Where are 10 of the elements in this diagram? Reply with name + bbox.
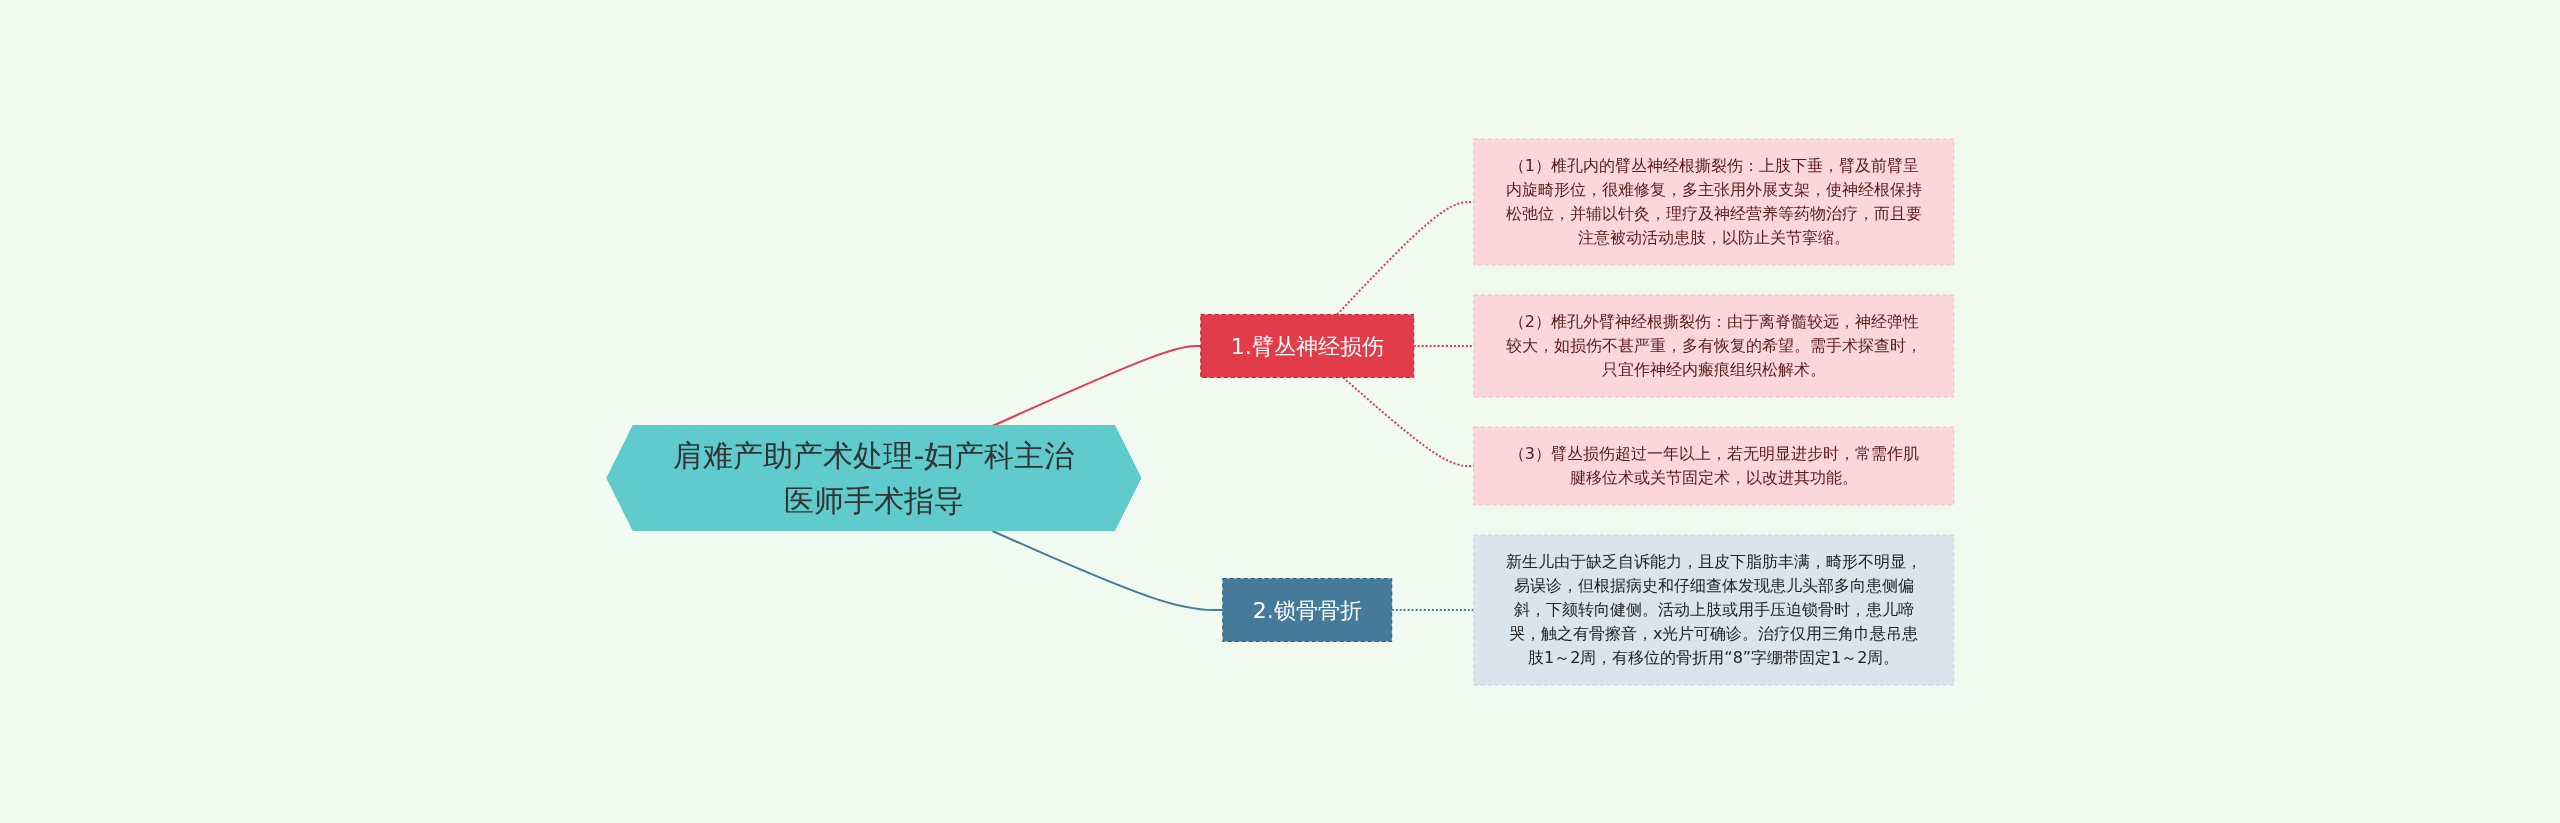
node-box: 新生儿由于缺乏自诉能力，且皮下脂肪丰满，畸形不明显，易误诊，但根据病史和仔细查体发现患儿头部多向患侧偏斜，下颏转向健侧。活动上肢或用手压迫锁骨时，患儿啼哭，触之有骨擦音，x光片可确诊。治疗仅用三角巾悬吊患肢1～2周，有移位的骨折用“8”字绷带固定1～2周。 [1472,534,1954,685]
node-box: （2）椎孔外臂神经根撕裂伤：由于离脊髓较远，神经弹性较大，如损伤不甚严重，多有恢复的希望。需手术探查时，只宜作神经内瘢痕组织松解术。 [1472,294,1954,397]
connector [1412,344,1475,347]
node-box: 1.臂丛神经损伤 [1199,313,1414,378]
connector [1390,608,1475,611]
connector [991,344,1202,427]
node-box: （3）臂丛损伤超过一年以上，若无明显进步时，常需作肌腱移位术或关节固定术，以改进其功能。 [1472,426,1954,505]
node-box: 2.锁骨骨折 [1221,577,1392,642]
connector [991,529,1224,611]
node-box: （1）椎孔内的臂丛神经根撕裂伤：上肢下垂，臂及前臂呈内旋畸形位，很难修复，多主张用外展支架，使神经根保持松弛位，并辅以针灸，理疗及神经营养等药物治疗，而且要注意被动活动患肢，以防止关节挛缩。 [1472,138,1954,265]
